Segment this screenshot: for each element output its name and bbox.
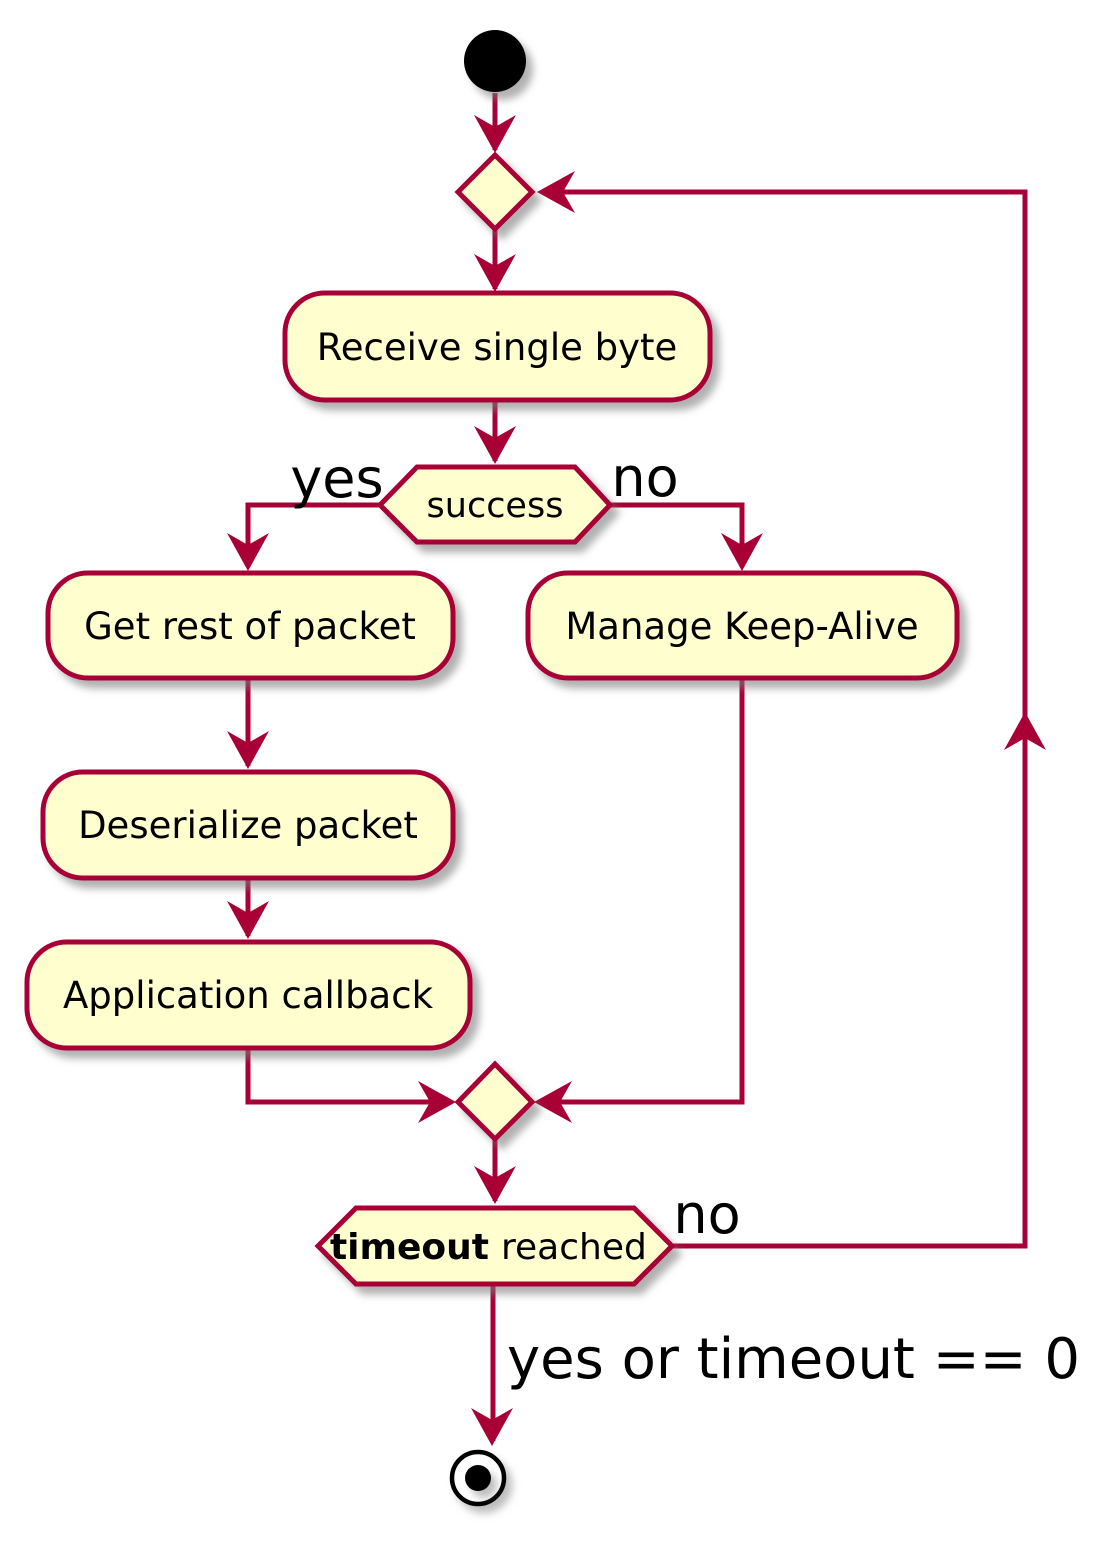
merge-diamond: [454, 1060, 536, 1143]
timeout-condition-bold-label: timeout: [330, 1227, 489, 1268]
get-rest-of-packet-label: Get rest of packet: [84, 605, 416, 648]
success-condition-label: success: [427, 486, 564, 526]
arrowhead-loopback-into-merge: [537, 171, 575, 213]
application-callback-label: Application callback: [63, 974, 434, 1017]
arrowhead-merge-right: [534, 1081, 572, 1123]
decision-timeout-reached: [314, 1205, 676, 1287]
activity-application-callback: [24, 939, 473, 1051]
arrowhead-into-deserialize: [227, 731, 269, 769]
activity-get-rest-of-packet: [45, 570, 456, 681]
loop-merge-diamond: [454, 151, 536, 233]
edge-success-yes-branch: [245, 502, 380, 567]
arrowhead-merge-left: [418, 1081, 456, 1123]
edge-keepalive-to-merge: [539, 678, 745, 1105]
success-yes-label: yes: [290, 447, 383, 510]
arrowhead-into-success-decision: [474, 426, 516, 464]
timeout-no-label: no: [673, 1183, 740, 1246]
success-no-label: no: [611, 446, 678, 509]
decision-success: [376, 464, 614, 545]
timeout-condition-rest-label: reached: [501, 1227, 647, 1268]
arrowhead-into-getrest: [227, 533, 269, 571]
edge-callback-to-merge: [245, 1047, 451, 1105]
arrowhead-into-loop-merge: [474, 115, 516, 153]
arrowhead-into-end: [471, 1408, 513, 1446]
arrowhead-into-receive: [474, 254, 516, 292]
start-node: [464, 30, 526, 92]
receive-single-byte-label: Receive single byte: [317, 326, 678, 369]
activity-manage-keep-alive: [525, 570, 960, 681]
deserialize-packet-label: Deserialize packet: [78, 804, 418, 847]
arrowhead-into-keepalive: [721, 533, 763, 571]
activity-receive-single-byte: [282, 290, 713, 403]
arrowhead-into-callback: [227, 901, 269, 939]
end-node-core: [465, 1465, 491, 1491]
timeout-exit-label: yes or timeout == 0: [507, 1327, 1080, 1392]
arrowhead-into-timeout-decision: [474, 1166, 516, 1204]
activity-deserialize-packet: [40, 769, 456, 881]
edge-success-no-branch: [610, 502, 745, 567]
manage-keep-alive-label: Manage Keep-Alive: [565, 605, 918, 648]
arrowhead-loopback-up: [1004, 712, 1046, 750]
